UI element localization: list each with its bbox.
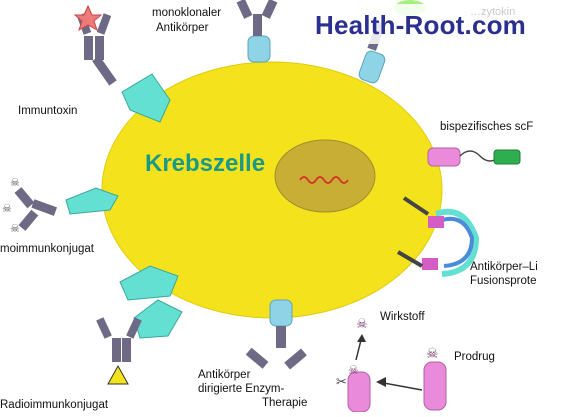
label-wirkstoff: Wirkstoff xyxy=(380,311,425,323)
lower-left-conjugate xyxy=(119,265,179,301)
immunotoxin xyxy=(73,4,171,123)
label-chemo: moimmunkonjugat xyxy=(0,243,94,255)
dna-helix xyxy=(299,176,349,184)
bispecific-scfv xyxy=(427,147,521,167)
monoclonal-antibody xyxy=(236,0,278,63)
skull-icon: ☠ xyxy=(356,316,368,331)
radioimmunoconjugate xyxy=(96,299,183,385)
adept-antibody xyxy=(245,299,307,370)
radiation-icon xyxy=(107,364,129,385)
prodrug-molecule: ☠ xyxy=(376,345,447,411)
skull-icon: ☠ xyxy=(2,203,12,215)
antibody-ligand-fusion xyxy=(396,196,480,277)
brand-watermark: Health-Root.com xyxy=(315,10,526,40)
enzyme-conjugate: ☠ ☠ ✂ xyxy=(336,316,371,413)
skull-icon: ☠ xyxy=(426,345,439,361)
brand-background xyxy=(306,4,554,44)
label-prodrug: Prodrug xyxy=(454,351,495,363)
scissors-icon: ✂ xyxy=(336,374,347,389)
label-immunotoxin: Immuntoxin xyxy=(18,105,78,117)
label-radio: Radioimmunkonjugat xyxy=(0,399,109,411)
label-ligand-2: Fusionsprote xyxy=(470,275,537,287)
cell-nucleus xyxy=(274,139,376,213)
chemoimmunoconjugate: ☠ ☠ ☠ xyxy=(2,177,119,235)
faded-label: …zytokin xyxy=(470,6,516,18)
label-monoclonal-2: Antikörper xyxy=(156,22,209,34)
cell-label: Krebszelle xyxy=(145,150,266,177)
label-ligand-1: Antikörper–Li xyxy=(470,261,538,273)
label-monoclonal-1: monoklonaler xyxy=(152,7,222,19)
label-adept-1: Antikörper xyxy=(198,369,251,381)
label-bispecific: bispezifisches scF xyxy=(440,121,534,133)
skull-icon: ☠ xyxy=(10,177,20,189)
label-adept-2: dirigierte Enzym- xyxy=(198,383,285,395)
label-adept-3: Therapie xyxy=(262,397,308,409)
toxin-star-icon xyxy=(73,4,103,32)
skull-icon: ☠ xyxy=(10,223,20,235)
skull-icon: ☠ xyxy=(348,363,359,377)
